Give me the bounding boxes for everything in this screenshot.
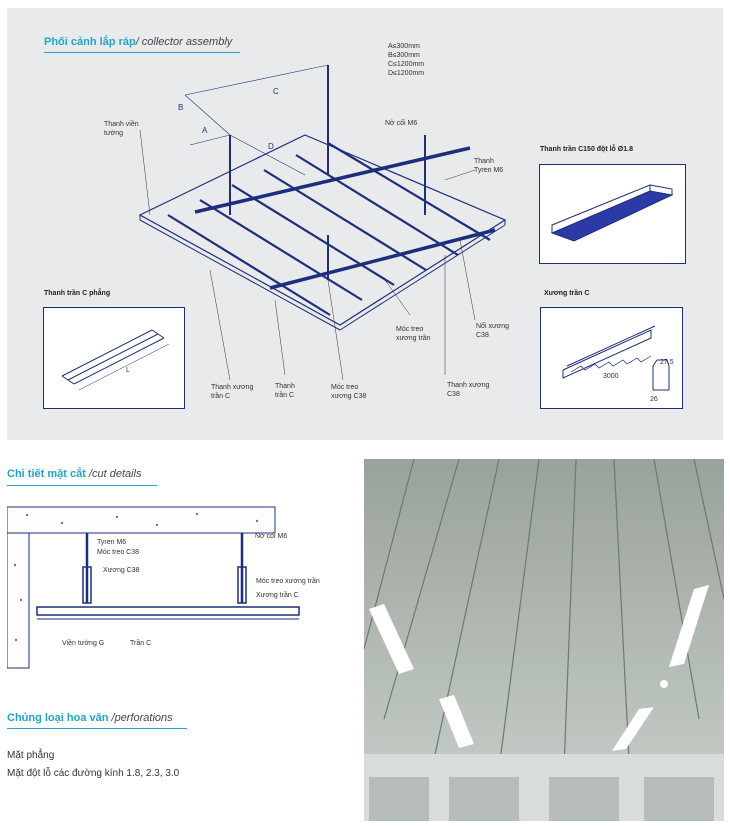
assembly-heading: Phối cảnh lắp ráp/ collector assembly: [44, 36, 232, 48]
flat-drawing: [61, 329, 170, 391]
perf-subtitle: /perforations: [111, 712, 173, 724]
label-bar-c: Thanh trần C: [275, 383, 295, 399]
cut-label-hook-keel: Móc treo xương trần: [256, 578, 320, 585]
cut-drawing: [7, 506, 300, 669]
assembly-title: Phối cảnh lắp ráp: [44, 36, 136, 48]
cut-subtitle: /cut details: [88, 468, 142, 480]
cut-label-ceil-c: Trần C: [130, 640, 152, 647]
keel-box: [540, 307, 683, 409]
cut-label-keel38: Xương C38: [103, 567, 140, 574]
label-rod: Thanh Tyren M6: [474, 158, 504, 174]
dim-d-label: D: [268, 142, 274, 151]
flat-title: Thanh trần C phẳng: [44, 290, 111, 297]
assembly-subtitle: / collector assembly: [135, 36, 233, 48]
perf-heading: Chủng loại hoa văn /perforations: [7, 712, 173, 724]
perf-title: Chủng loại hoa văn: [7, 712, 109, 724]
keel-width-dim: 26: [650, 396, 658, 403]
dim-b-label: B: [178, 103, 184, 112]
flat-length-label: L: [126, 367, 130, 374]
spec-d: D≤1200mm: [388, 70, 425, 77]
flat-box: [43, 307, 185, 409]
cut-label-hook38: Móc treo C38: [97, 549, 140, 556]
spec-b: B≤300mm: [388, 52, 420, 59]
spec-a: A≤300mm: [388, 43, 420, 50]
dim-c-label: C: [273, 87, 279, 96]
dim-a-label: A: [202, 126, 208, 135]
cut-label-keel-c: Xương trần C: [256, 592, 299, 599]
label-anchor: Nở cối M6: [385, 120, 418, 127]
c150-box: [539, 164, 686, 264]
keel-drawing: [562, 325, 670, 391]
perf-item-perforated: Mặt đột lỗ các đường kính 1.8, 2.3, 3.0: [7, 768, 180, 779]
label-keel-c38: Thanh xương C38: [447, 382, 490, 398]
keel-height-dim: 27.5: [660, 359, 674, 366]
cut-label-rod: Tyren M6: [97, 539, 127, 546]
label-hook-c38: Móc treo xương C38: [331, 384, 367, 400]
keel-length-dim: 3000: [603, 373, 619, 380]
cut-label-wall-g: Viền tường G: [62, 640, 105, 647]
cut-heading: Chi tiết mặt cắt /cut details: [7, 468, 142, 480]
label-hook-c: Móc treo xương trần: [396, 326, 431, 342]
c150-drawing: [550, 184, 674, 242]
cut-underline: [7, 485, 157, 486]
label-wall-bar: Thanh viền tường: [104, 121, 139, 137]
spec-c: C≤1200mm: [388, 61, 425, 68]
assembly-drawing: [138, 64, 507, 381]
label-connector: Nối xương C38: [476, 323, 510, 339]
assembly-underline: [44, 52, 240, 53]
spec-list: A≤300mm B≤300mm C≤1200mm D≤1200mm: [388, 42, 424, 78]
ceiling-photo: [364, 459, 724, 821]
label-keel-c: Thanh xương trần C: [211, 384, 254, 400]
cut-label-anchor: Nở cối M6: [255, 533, 288, 540]
perf-underline: [7, 728, 187, 729]
cut-title: Chi tiết mặt cắt: [7, 468, 86, 480]
c150-title: Thanh trần C150 đột lỗ Ø1.8: [540, 146, 633, 153]
keel-title: Xương trần C: [544, 290, 590, 297]
perf-item-flat: Mặt phẳng: [7, 750, 55, 761]
